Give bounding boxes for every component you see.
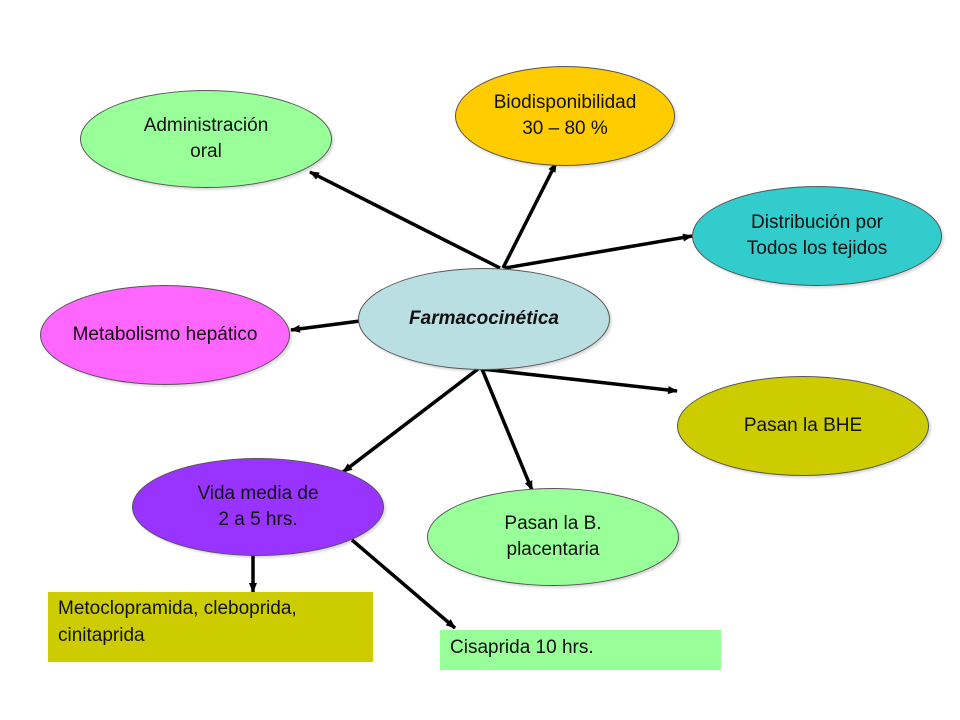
box-cisaprida: Cisaprida 10 hrs.	[440, 630, 721, 670]
node-pasan-placentaria: Pasan la B. placentaria	[427, 488, 679, 586]
arrow-to-cisaprida	[350, 538, 457, 630]
node-pasan-placentaria-label: Pasan la B. placentaria	[504, 513, 602, 560]
node-pasan-bhe-label: Pasan la BHE	[743, 415, 863, 437]
arrow-to-biodisponibilidad	[501, 162, 558, 269]
arrow-to-bhe	[481, 367, 678, 394]
node-pasan-bhe: Pasan la BHE	[677, 376, 929, 476]
node-distribucion: Distribución por Todos los tejidos	[692, 186, 942, 286]
arrow-to-administracion	[309, 170, 501, 270]
node-vida-media-label: Vida media de 2 a 5 hrs.	[197, 483, 319, 530]
node-administracion-oral: Administración oral	[80, 90, 332, 188]
arrow-to-placentaria	[480, 368, 534, 491]
node-metabolismo-hepatico-label: Metabolismo hepático	[72, 324, 258, 346]
node-vida-media: Vida media de 2 a 5 hrs.	[132, 458, 384, 556]
node-metabolismo-hepatico: Metabolismo hepático	[40, 285, 290, 385]
node-distribucion-label: Distribución por Todos los tejidos	[746, 212, 888, 259]
node-farmacocinetica: Farmacocinética	[358, 268, 610, 370]
node-biodisponibilidad-label: Biodisponibilidad 30 – 80 %	[493, 92, 637, 139]
node-farmacocinetica-label: Farmacocinética	[409, 308, 559, 330]
arrow-to-vida-media	[341, 367, 480, 474]
arrow-to-metabolismo	[290, 319, 361, 333]
node-biodisponibilidad: Biodisponibilidad 30 – 80 %	[455, 66, 675, 166]
box-metoclopramida: Metoclopramida, cleboprida, cinitaprida	[48, 592, 373, 662]
node-administracion-oral-label: Administración oral	[143, 115, 269, 162]
arrow-to-distribucion	[504, 233, 693, 270]
